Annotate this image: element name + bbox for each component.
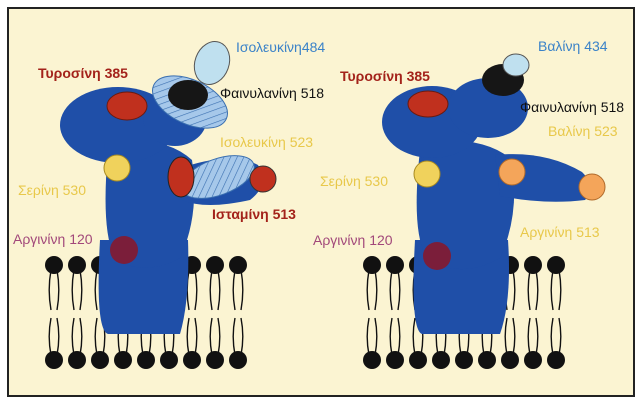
lipid-head xyxy=(68,256,86,274)
lipid-head xyxy=(455,351,473,369)
right-arginine-120-label: Αργινίνη 120 xyxy=(313,232,393,248)
right-valine-523-residue xyxy=(499,159,525,185)
lipid-head xyxy=(409,351,427,369)
right-serine-label: Σερίνη 530 xyxy=(320,173,388,189)
lipid-head xyxy=(229,351,247,369)
lipid-head xyxy=(160,351,178,369)
left-istamine-ball xyxy=(250,166,276,192)
left-isoleucine-484-label: Ισολευκίνη484 xyxy=(236,39,325,55)
right-tyrosine-label: Τυροσίνη 385 xyxy=(340,68,430,84)
left-istamine-residue xyxy=(168,157,194,197)
right-valine-523-label: Βαλίνη 523 xyxy=(548,123,618,139)
left-arginine-label: Αργινίνη 120 xyxy=(13,231,93,247)
right-valine-434-residue xyxy=(503,54,529,76)
lipid-head xyxy=(206,351,224,369)
right-arginine-513-label: Αργινίνη 513 xyxy=(520,224,600,240)
lipid-head xyxy=(432,351,450,369)
lipid-head xyxy=(91,351,109,369)
lipid-head xyxy=(363,256,381,274)
left-phenylalanine-residue xyxy=(168,80,208,110)
right-arginine-120-residue xyxy=(423,242,451,270)
lipid-head xyxy=(478,351,496,369)
lipid-head xyxy=(183,351,201,369)
lipid-head xyxy=(206,256,224,274)
left-serine-residue xyxy=(104,155,130,181)
left-isoleucine-523-label: Ισολευκίνη 523 xyxy=(220,134,313,150)
lipid-head xyxy=(45,256,63,274)
lipid-head xyxy=(524,256,542,274)
lipid-head xyxy=(114,351,132,369)
lipid-head xyxy=(547,256,565,274)
right-serine-residue xyxy=(414,161,440,187)
left-tyrosine-label: Τυροσίνη 385 xyxy=(38,65,128,81)
lipid-head xyxy=(229,256,247,274)
lipid-head xyxy=(524,351,542,369)
lipid-head xyxy=(386,351,404,369)
left-arginine-residue xyxy=(110,236,138,264)
lipid-head xyxy=(386,256,404,274)
right-tyrosine-residue xyxy=(408,91,448,117)
lipid-head xyxy=(501,351,519,369)
left-serine-label: Σερίνη 530 xyxy=(18,182,86,198)
lipid-head xyxy=(68,351,86,369)
right-phenylalanine-label: Φαινυλανίνη 518 xyxy=(520,99,624,115)
lipid-head xyxy=(547,351,565,369)
right-arginine-513-residue xyxy=(579,174,605,200)
right-valine-434-label: Βαλίνη 434 xyxy=(538,38,608,54)
lipid-head xyxy=(137,351,155,369)
lipid-head xyxy=(45,351,63,369)
left-tyrosine-residue xyxy=(107,92,147,120)
left-istamine-label: Ισταμίνη 513 xyxy=(212,206,296,222)
left-phenylalanine-label: Φαινυλανίνη 518 xyxy=(220,85,324,101)
lipid-head xyxy=(363,351,381,369)
